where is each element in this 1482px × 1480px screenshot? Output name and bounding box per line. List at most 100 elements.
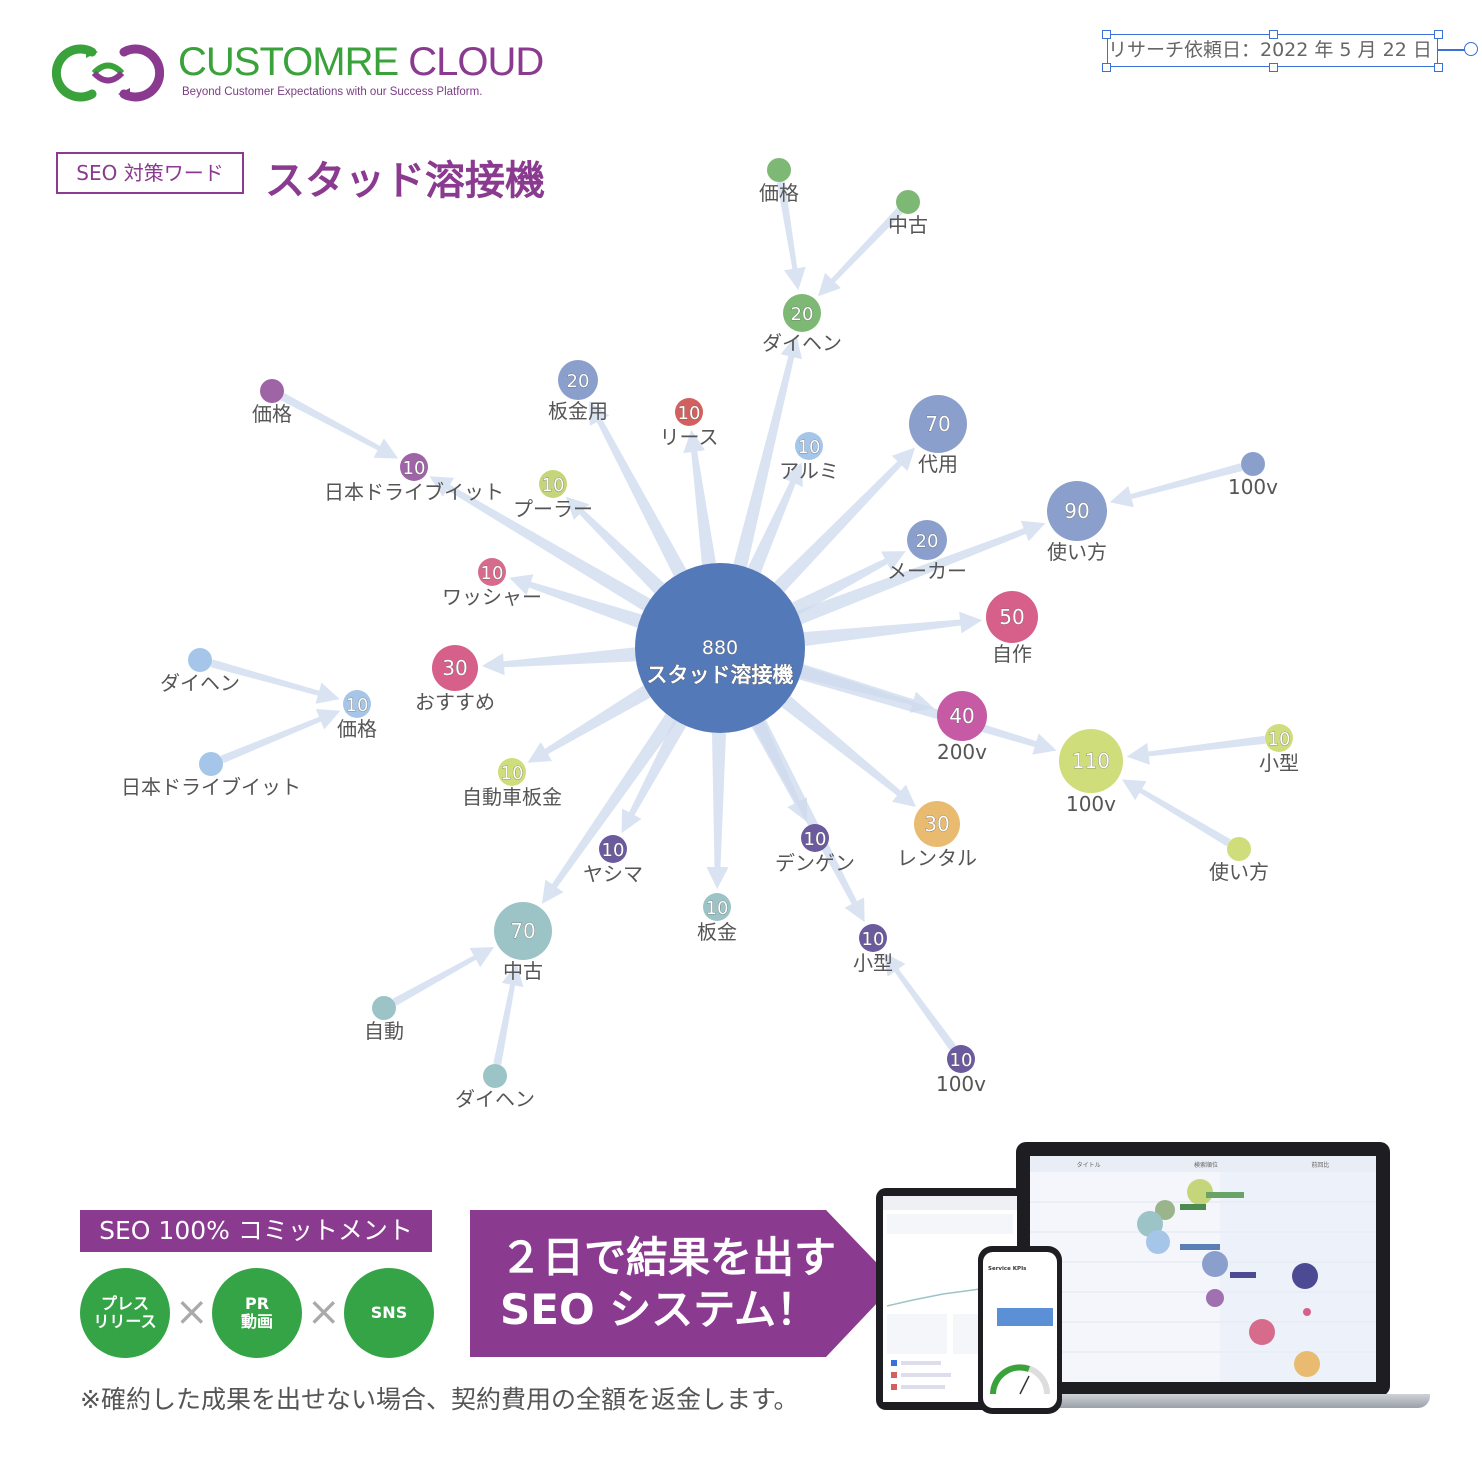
edge-arrow-root-n_usage [796, 520, 1046, 625]
node-label: アルミ [779, 459, 839, 483]
node-count: 10 [542, 475, 565, 496]
graph-node-n_price_top[interactable]: 価格 [759, 158, 799, 205]
node-label: 使い方 [1209, 860, 1269, 884]
resize-handle-tl[interactable] [1102, 30, 1111, 39]
node-count: 110 [1072, 749, 1110, 773]
node-label: デンゲン [775, 851, 855, 875]
edge-arrow-root-n_100v_big [799, 666, 1057, 755]
node-count: 10 [706, 898, 729, 919]
node-count: 10 [481, 563, 504, 584]
node-circle [986, 591, 1038, 643]
edge-arrow-root-n_small_b [753, 719, 865, 923]
edge-arrow-root-n_yashima [621, 719, 687, 834]
resize-handle-br[interactable] [1434, 63, 1443, 72]
resize-handle-bl[interactable] [1102, 63, 1111, 72]
node-label: プーラー [513, 497, 593, 521]
connector-port[interactable] [1464, 42, 1478, 56]
phone-screen: Service KPIs [983, 1252, 1057, 1408]
edge-arrow-root-n_daiyou [774, 447, 915, 592]
node-count: 20 [916, 531, 939, 552]
edge-arrow-n_nihon2-n_price_l2 [220, 709, 341, 764]
edge-arrow-root-n_maker [792, 551, 906, 615]
press-release-badge: プレス リリース [80, 1268, 170, 1358]
node-label: 100v [1066, 792, 1116, 816]
node-count: 10 [950, 1050, 973, 1071]
graph-node-n_daihen_b[interactable]: ダイヘン [455, 1064, 535, 1111]
node-circle [539, 470, 567, 498]
graph-node-n_100v_big[interactable]: 110 100v [1059, 729, 1123, 816]
node-count: 10 [1268, 729, 1291, 750]
node-circle [494, 902, 552, 960]
resize-handle-tm[interactable] [1269, 30, 1278, 39]
node-count: 10 [501, 763, 524, 784]
phone-widgets [990, 1308, 1053, 1395]
brand-name-part2: CLOUD [398, 40, 544, 84]
edge-arrow-root-n_lease [683, 429, 716, 565]
graph-node-n_jidou[interactable]: 自動 [364, 996, 404, 1043]
graph-node-n_nihon2[interactable]: 日本ドライブイット [121, 752, 301, 799]
graph-node-n_100v_r[interactable]: 100v [1228, 452, 1278, 499]
node-label: 中古 [888, 213, 928, 237]
node-circle [498, 758, 526, 786]
node-count: 10 [798, 437, 821, 458]
node-label: ヤシマ [583, 862, 643, 886]
resize-handle-tr[interactable] [1434, 30, 1443, 39]
node-label: 200v [937, 740, 987, 764]
connector-line [1438, 49, 1466, 51]
node-circle [478, 558, 506, 586]
node-circle [432, 645, 478, 691]
brand-tagline: Beyond Customer Expectations with our Su… [182, 86, 483, 98]
graph-node-n_price_l1[interactable]: 価格 [252, 379, 292, 426]
edge-arrow-n_jidou-n_used_bl [392, 947, 495, 1006]
node-circle [1047, 481, 1107, 541]
node-circle [914, 801, 960, 847]
node-circle [372, 996, 396, 1020]
graph-node-n_usage_r[interactable]: 使い方 [1209, 837, 1269, 884]
research-date[interactable]: リサーチ依頼日：2022 年 5 月 22 日 [1108, 39, 1432, 61]
node-label: 板金用 [548, 399, 608, 423]
node-circle [859, 924, 887, 952]
node-circle [1265, 724, 1293, 752]
graph-edges [210, 181, 1266, 1065]
graph-node-n_used_top[interactable]: 中古 [888, 190, 928, 237]
edge-arrow-n_usage_r-n_100v_big [1121, 779, 1231, 847]
node-count: 50 [999, 605, 1024, 629]
laptop-mockup: タイトル 検索順位 前回比 [1016, 1142, 1390, 1396]
edge-arrow-root-n_bankin [706, 732, 729, 889]
node-circle [947, 1045, 975, 1073]
node-circle [937, 691, 987, 741]
resize-handle-bm[interactable] [1269, 63, 1278, 72]
node-circle [795, 432, 823, 460]
edge-arrow-n_used_top-n_daihen_top [817, 207, 903, 297]
brand-name: CUSTOMRE CLOUD [178, 40, 544, 85]
graph-node-n_daihen_l[interactable]: ダイヘン [160, 648, 240, 695]
node-label: 日本ドライブイット [121, 775, 301, 799]
laptop-screen: タイトル 検索順位 前回比 [1030, 1156, 1376, 1382]
node-count: 70 [510, 919, 535, 943]
seo-tag: SEO 対策ワード [56, 152, 244, 194]
